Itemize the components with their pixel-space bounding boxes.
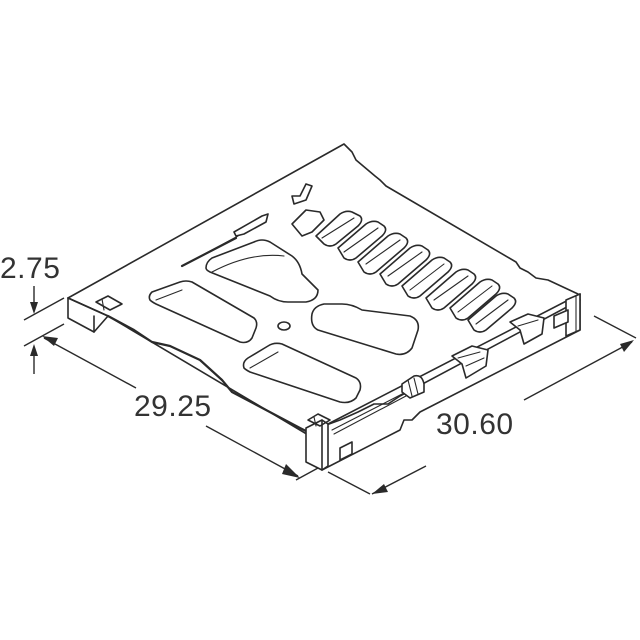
- depth-dimension-label: 30.60: [436, 408, 514, 441]
- dimension-2-75-lines: [23, 286, 65, 374]
- height-dimension-label: 2.75: [0, 252, 61, 285]
- dimension-30-60-lines: [327, 315, 637, 495]
- plate-cutouts: [95, 183, 420, 427]
- connector-body: [67, 143, 581, 471]
- width-dimension-label: 29.25: [134, 390, 212, 423]
- dimension-29-25-lines: [42, 336, 319, 481]
- side-latches: [339, 309, 569, 461]
- contact-slots: [291, 209, 517, 333]
